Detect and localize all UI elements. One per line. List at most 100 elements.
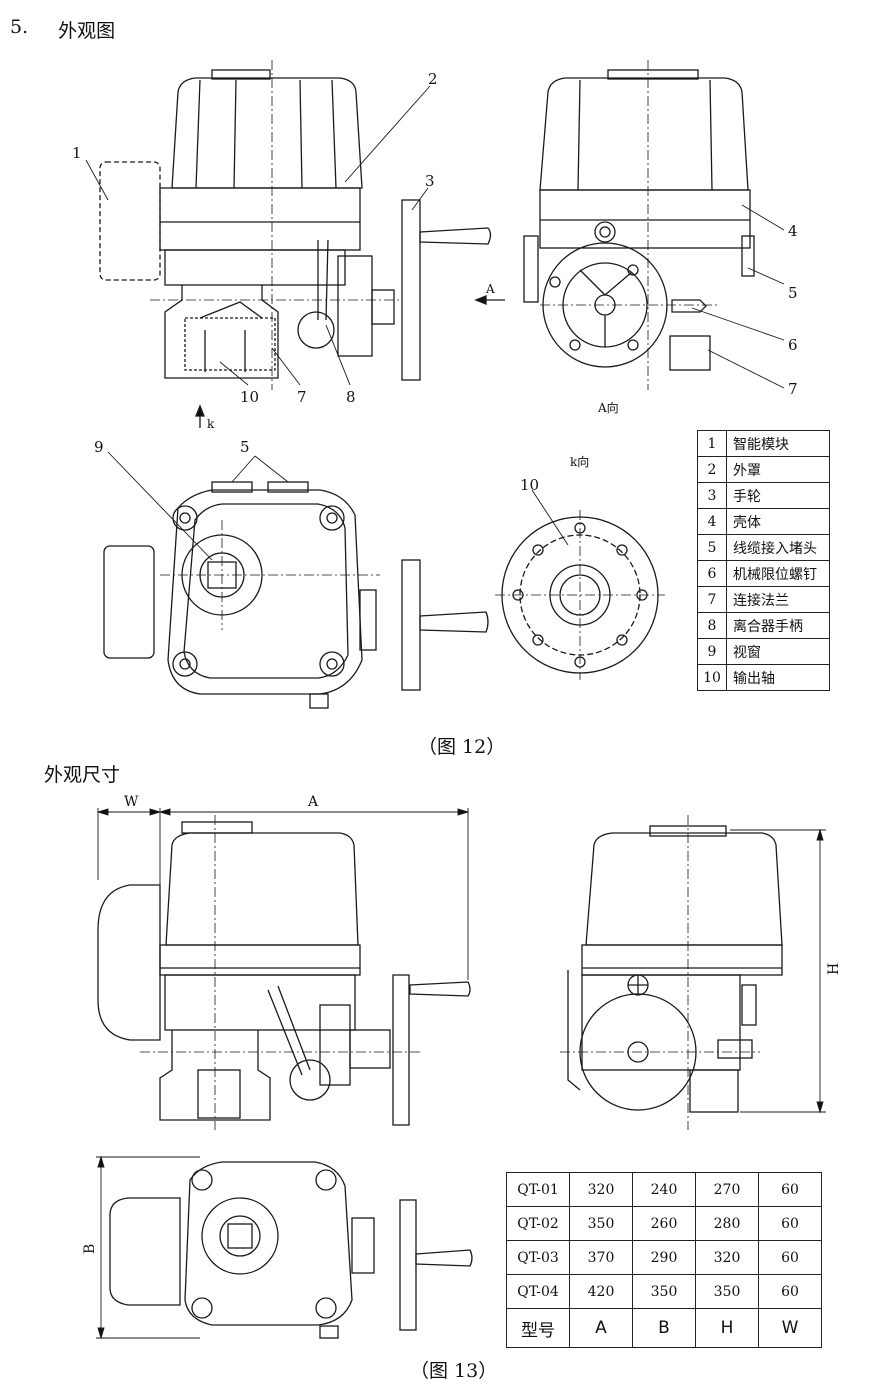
model-cell: QT-02 bbox=[506, 1206, 570, 1241]
legend-number: 9 bbox=[697, 638, 727, 665]
dimension-cell: 290 bbox=[632, 1240, 696, 1275]
dimension-header-cell: H bbox=[695, 1308, 759, 1348]
section-number: 5. bbox=[10, 16, 29, 38]
section-heading: 5. 外观图 bbox=[10, 16, 115, 43]
figure12-caption: （图 12） bbox=[418, 736, 506, 758]
dim-a-label: A bbox=[307, 794, 319, 810]
callout-10-a: 10 bbox=[240, 388, 259, 406]
callout-5-b: 5 bbox=[240, 438, 250, 456]
dimension-cell: 320 bbox=[695, 1240, 759, 1275]
legend-number: 10 bbox=[697, 664, 727, 691]
dimension-cell: 60 bbox=[758, 1240, 822, 1275]
legend-number: 2 bbox=[697, 456, 727, 483]
dimension-cell: 350 bbox=[632, 1274, 696, 1309]
legend-label: 输出轴 bbox=[726, 664, 830, 691]
legend-label: 线缆接入堵头 bbox=[726, 534, 830, 561]
dimension-header-cell: 型号 bbox=[506, 1308, 570, 1348]
figure13-caption: （图 13） bbox=[410, 1360, 498, 1382]
legend-number: 5 bbox=[697, 534, 727, 561]
dimension-cell: 370 bbox=[569, 1240, 633, 1275]
fig12-a-view bbox=[523, 60, 755, 390]
dimension-cell: 350 bbox=[695, 1274, 759, 1309]
view-k-label: k向 bbox=[570, 454, 589, 469]
legend-label: 手轮 bbox=[726, 482, 830, 509]
dimension-cell: 420 bbox=[569, 1274, 633, 1309]
dimension-header-cell: W bbox=[758, 1308, 822, 1348]
dimension-subtitle: 外观尺寸 bbox=[44, 764, 121, 786]
callout-10-b: 10 bbox=[520, 476, 539, 494]
dimension-cell: 60 bbox=[758, 1206, 822, 1241]
fig13-dimensions bbox=[96, 808, 826, 1340]
legend-label: 视窗 bbox=[726, 638, 830, 665]
fig13-top-view bbox=[109, 1161, 473, 1339]
fig13-front-view bbox=[97, 815, 471, 1130]
dim-b-label: B bbox=[82, 1244, 98, 1254]
view-arrows bbox=[195, 295, 505, 428]
legend-label: 离合器手柄 bbox=[726, 612, 830, 639]
legend-number: 8 bbox=[697, 612, 727, 639]
legend-number: 6 bbox=[697, 560, 727, 587]
dimension-header-cell: A bbox=[569, 1308, 633, 1348]
dimension-cell: 350 bbox=[569, 1206, 633, 1241]
dimension-cell: 280 bbox=[695, 1206, 759, 1241]
section-title: 外观图 bbox=[58, 20, 116, 42]
fig13-side-view bbox=[560, 815, 783, 1130]
fig12-leaders bbox=[85, 85, 785, 561]
dimension-header-cell: B bbox=[632, 1308, 696, 1348]
dimension-cell: 240 bbox=[632, 1172, 696, 1207]
legend-label: 机械限位螺钉 bbox=[726, 560, 830, 587]
view-a-label: A向 bbox=[597, 400, 619, 415]
legend-label: 连接法兰 bbox=[726, 586, 830, 613]
legend-number: 1 bbox=[697, 430, 727, 457]
dimension-cell: 270 bbox=[695, 1172, 759, 1207]
dimension-cell: 260 bbox=[632, 1206, 696, 1241]
arrow-a-label: A bbox=[485, 282, 495, 296]
dim-h-label: H bbox=[826, 963, 842, 975]
legend-number: 7 bbox=[697, 586, 727, 613]
callout-8: 8 bbox=[346, 388, 356, 406]
callout-6: 6 bbox=[788, 336, 798, 354]
dimension-cell: 60 bbox=[758, 1274, 822, 1309]
fig12-k-view bbox=[495, 510, 665, 680]
callout-9: 9 bbox=[94, 438, 104, 456]
fig12-top-view bbox=[103, 481, 489, 709]
legend-number: 4 bbox=[697, 508, 727, 535]
legend-label: 外罩 bbox=[726, 456, 830, 483]
legend-label: 智能模块 bbox=[726, 430, 830, 457]
callout-5: 5 bbox=[788, 284, 798, 302]
callout-7-a: 7 bbox=[788, 380, 798, 398]
callout-7-b: 7 bbox=[297, 388, 307, 406]
arrow-k-label: k bbox=[207, 417, 215, 431]
model-cell: QT-01 bbox=[506, 1172, 570, 1207]
legend-number: 3 bbox=[697, 482, 727, 509]
legend-label: 壳体 bbox=[726, 508, 830, 535]
dim-w-label: W bbox=[124, 794, 139, 810]
dimension-cell: 60 bbox=[758, 1172, 822, 1207]
callout-4: 4 bbox=[788, 222, 798, 240]
callout-2: 2 bbox=[428, 70, 438, 88]
callout-1: 1 bbox=[72, 144, 82, 162]
fig12-front-view bbox=[99, 60, 492, 390]
dimension-cell: 320 bbox=[569, 1172, 633, 1207]
callout-3: 3 bbox=[425, 172, 435, 190]
model-cell: QT-04 bbox=[506, 1274, 570, 1309]
model-cell: QT-03 bbox=[506, 1240, 570, 1275]
